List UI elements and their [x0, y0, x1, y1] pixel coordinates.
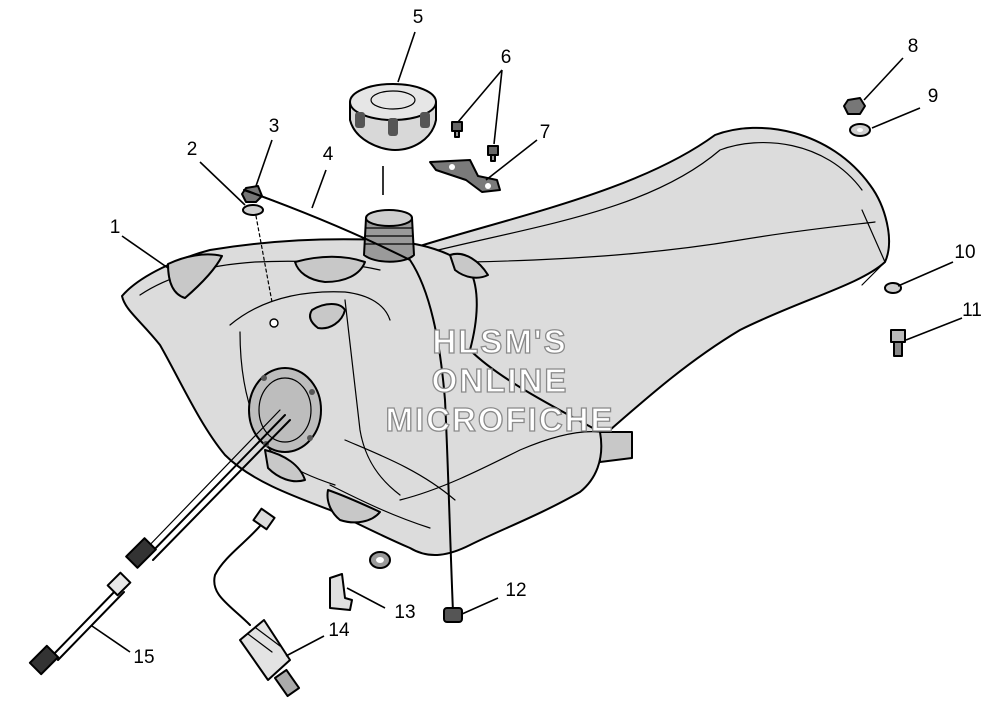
- hose-clamp: [443, 607, 463, 623]
- callout-8: 8: [908, 36, 919, 57]
- callout-14: 14: [328, 620, 350, 641]
- callout-12: 12: [505, 580, 526, 601]
- callouts: 1 2 3 4 5 6 7 8 9 10 11 12 13 14 15: [110, 7, 982, 668]
- wire-harness: [28, 571, 132, 676]
- callout-5: 5: [413, 7, 424, 28]
- callout-4: 4: [323, 144, 334, 165]
- leader-lines: [91, 31, 963, 657]
- callout-10: 10: [954, 242, 975, 263]
- filler-neck: [363, 209, 415, 263]
- vent-hose: [243, 189, 454, 613]
- fuel-line-filter: [213, 507, 301, 698]
- watermark: HLSM'S ONLINE MICROFICHE: [385, 322, 615, 438]
- callout-15: 15: [133, 647, 154, 668]
- watermark-line-2: ONLINE: [432, 362, 569, 399]
- tank-rear-section: [419, 126, 891, 463]
- callout-2: 2: [187, 139, 198, 160]
- nut-and-washer: [241, 185, 273, 303]
- fuel-tank-body: [121, 238, 603, 556]
- callout-6: 6: [501, 47, 512, 68]
- tank-bracket: [429, 159, 501, 193]
- callout-9: 9: [928, 86, 939, 107]
- watermark-line-1: HLSM'S: [432, 323, 567, 360]
- bolt-pair: [451, 121, 499, 162]
- callout-3: 3: [269, 116, 280, 137]
- rear-nut-washer: [843, 97, 871, 137]
- fuel-cap: [349, 83, 437, 151]
- watermark-line-3: MICROFICHE: [386, 401, 615, 438]
- callout-11: 11: [962, 300, 982, 321]
- pump-wiring: [125, 409, 291, 569]
- callout-7: 7: [540, 122, 551, 143]
- retaining-clip: [329, 551, 391, 611]
- callout-13: 13: [394, 602, 415, 623]
- callout-1: 1: [110, 217, 121, 238]
- rear-washer-bolt: [884, 282, 906, 357]
